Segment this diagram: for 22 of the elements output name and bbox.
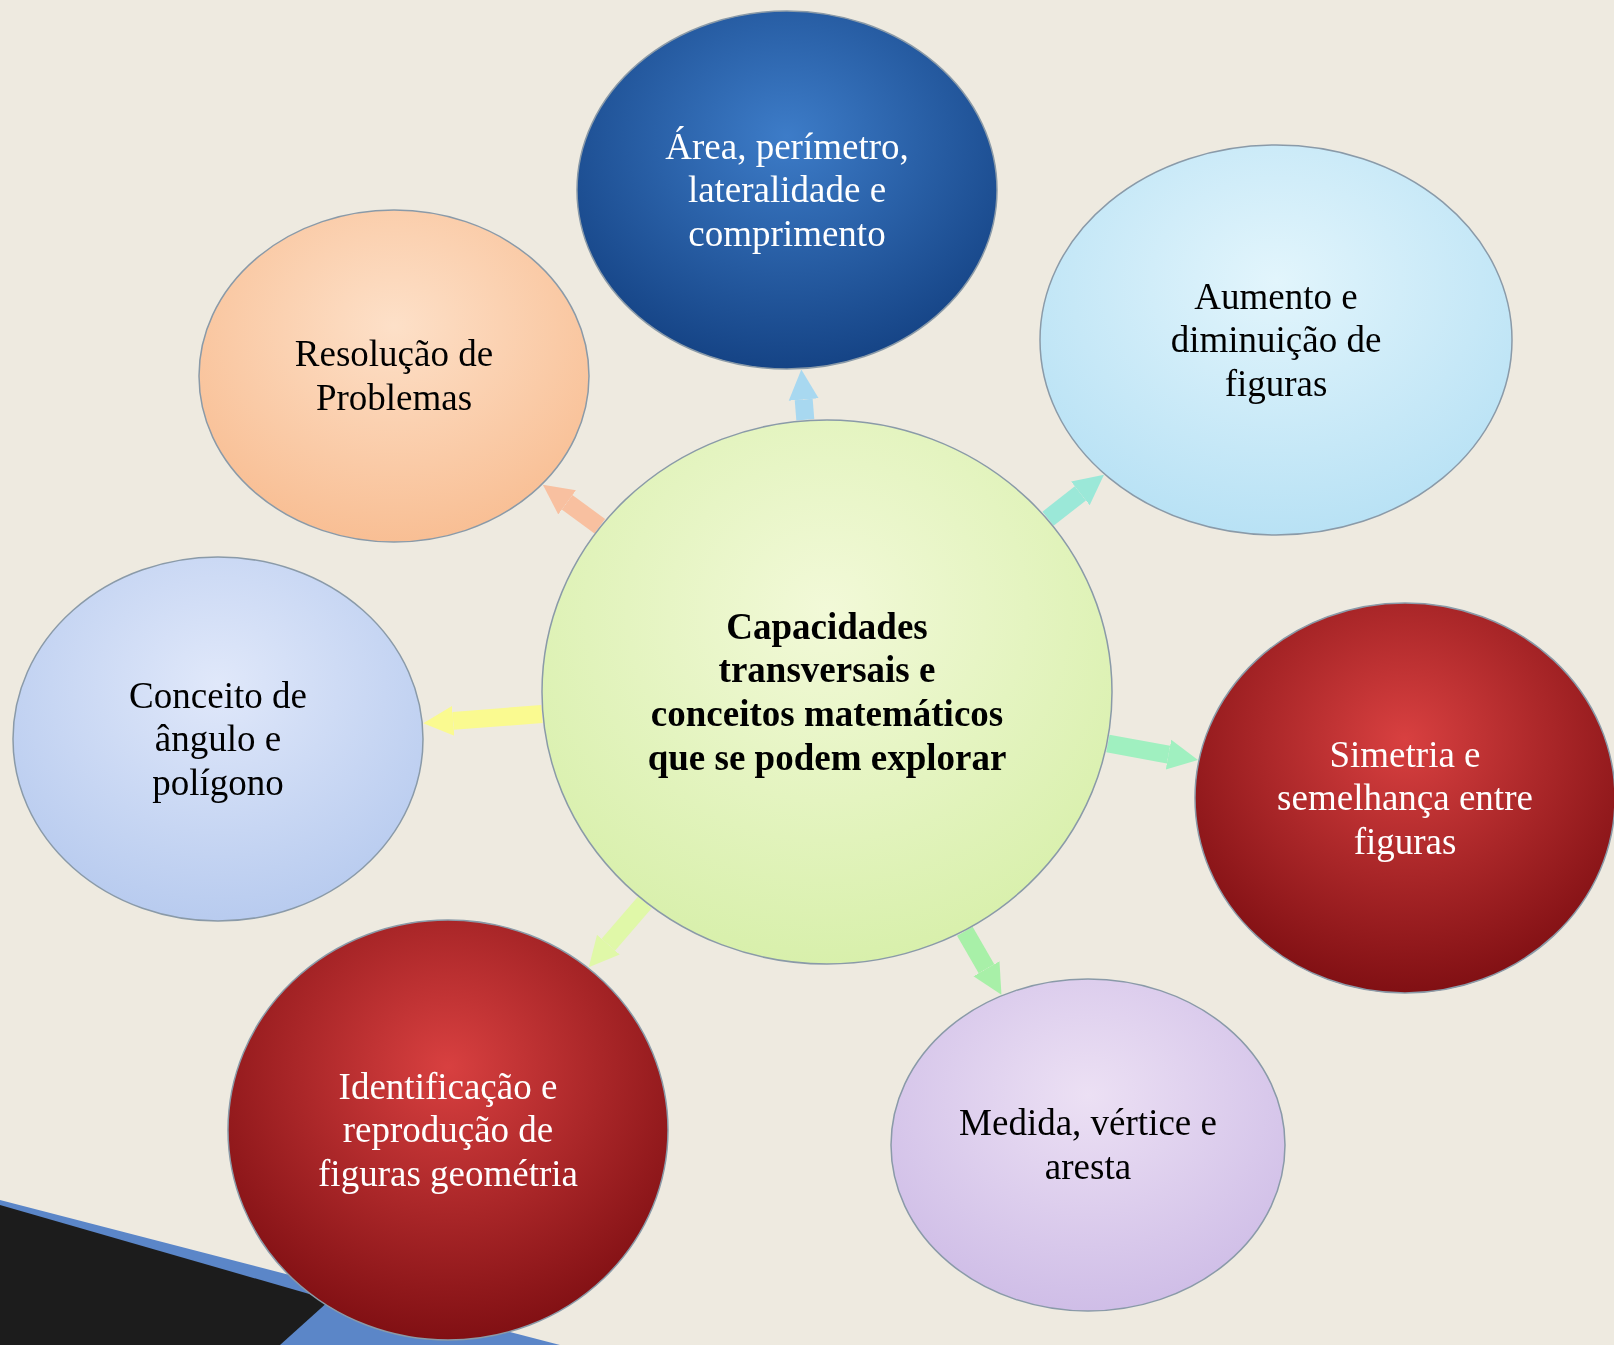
node-label: Medida, vértice e aresta [958,1101,1218,1189]
arrow [588,896,652,968]
node-label: Capacidades transversais e conceitos matemáticos que se podem explorar [647,604,1007,780]
arrow [788,369,819,421]
ellipse-node [1039,144,1513,536]
arrow [423,705,543,736]
node-label: Resolução de Problemas [293,332,495,420]
ellipse-node [12,556,424,922]
arrow [1106,734,1198,770]
ellipse-node [890,978,1286,1312]
node-label: Área, perímetro, lateralidade e comprimento [664,124,910,256]
arrow [1042,474,1104,526]
node-label: Simetria e semelhança entre figuras [1276,732,1534,864]
ellipse-node [227,919,669,1341]
ellipse-node [541,419,1113,965]
arrow [542,484,606,534]
ellipse-node [576,10,998,370]
node-label: Conceito de ângulo e polígono [128,673,308,805]
node-label: Identificação e reprodução de figuras geométria [317,1064,579,1196]
node-label: Aumento e diminuição de figuras [1169,274,1383,406]
ellipse-node [198,209,590,543]
arrow [957,926,1002,995]
